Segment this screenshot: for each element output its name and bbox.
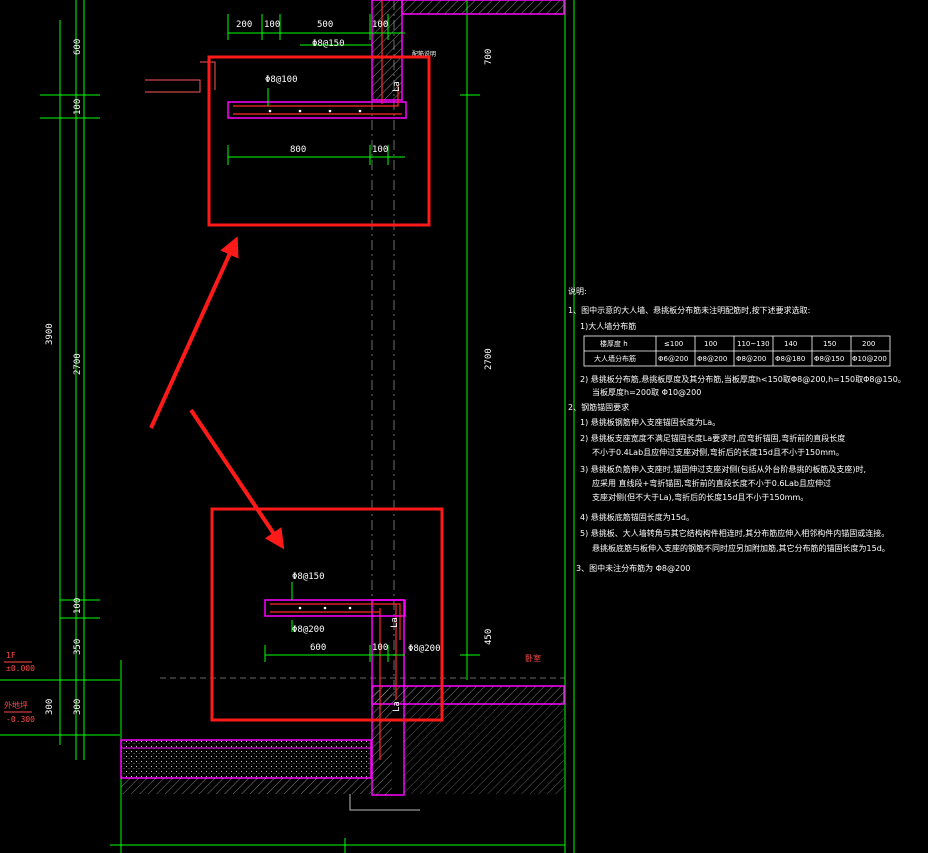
distribution-bar-table: 楼厚度 h ≤100 100 110~130 140 150 200 大人墙分布… [583, 335, 891, 367]
bottom-dim-600: 600 [310, 643, 326, 653]
annotation-arrow-down [189, 408, 285, 550]
notes-title: 说明: [568, 286, 587, 296]
note-1-1: 1)大人墙分布筋 [580, 321, 636, 331]
notes-panel: 说明: 1、图中示意的大人墙、悬挑板分布筋未注明配筋时,按下述要求选取: 1)大… [568, 286, 906, 573]
note-2: 2、钢筋锚固要求 [568, 402, 629, 412]
table-h5: 150 [823, 340, 836, 348]
note-2-1: 1) 悬挑板钢筋伸入支座锚固长度为La。 [580, 417, 720, 427]
top-cantilever-slab [227, 86, 407, 119]
level-markers: 1F ±0.000 外地坪 -0.300 [4, 651, 35, 724]
bottom-cantilever-slab [264, 599, 406, 640]
level-outdoor-value: -0.300 [6, 715, 35, 724]
annotation-arrow-up [149, 236, 239, 429]
top-dim-200: 200 [236, 20, 252, 30]
vdim-3900: 3900 [45, 323, 55, 345]
note-2-3: 3) 悬挑板负筋伸入支座时,锚固伸过支座对侧(包括从外台阶悬挑的板筋及支座)时, [580, 464, 866, 474]
top-side-note: 配筋说明 [412, 50, 436, 58]
table-r2: Φ8@200 [697, 355, 727, 363]
dimension-lines [0, 0, 575, 853]
vdim-600: 600 [73, 39, 83, 55]
vdim-100b: 100 [73, 598, 83, 614]
table-h3: 110~130 [737, 340, 770, 348]
level-1f-value: ±0.000 [6, 664, 35, 673]
table-h0: 楼厚度 h [600, 339, 628, 348]
table-h4: 140 [784, 340, 797, 348]
vdim-350: 350 [73, 639, 83, 655]
note-2-5: 5) 悬挑板、大人墙转角与其它结构构件相连时,其分布筋应伸入相邻构件内锚固或连接… [580, 528, 889, 538]
bottom-dim-100: 100 [372, 643, 388, 653]
bottom-la-label-1: La [390, 617, 400, 628]
table-r6: Φ10@200 [852, 355, 887, 363]
bottom-la-label-2: La [392, 701, 402, 712]
top-dim-100b: 100 [372, 20, 388, 30]
note-2-2: 2) 悬挑板支座宽度不满足锚固长度La要求时,应弯折锚固,弯折前的直段长度 [580, 433, 845, 443]
bottom-top-bar-label: Φ8@150 [292, 572, 325, 582]
table-h6: 200 [862, 340, 875, 348]
table-r0: 大人墙分布筋 [594, 354, 636, 363]
note-3: 3、图中未注分布筋为 Φ8@200 [576, 563, 690, 573]
bottom-dim-lines [264, 582, 405, 662]
table-r1: Φ6@200 [658, 355, 688, 363]
top-dim-500: 500 [317, 20, 333, 30]
highlight-box-bottom [210, 507, 444, 722]
note-1-2b: 当板厚度h=200取 Φ10@200 [592, 387, 701, 397]
note-1: 1、图中示意的大人墙、悬挑板分布筋未注明配筋时,按下述要求选取: [568, 305, 810, 315]
table-r3: Φ8@200 [736, 355, 766, 363]
table-r4: Φ8@180 [775, 355, 805, 363]
note-2-3b: 应采用 直线段+弯折锚固,弯折前的直段长度不小于0.6Lab且应伸过 [592, 478, 831, 488]
top-la-label: La [392, 81, 402, 92]
rdim-2700: 2700 [484, 348, 494, 370]
top-slab-bar-label: Φ8@100 [265, 75, 298, 85]
guide-lines [160, 0, 565, 700]
vdim-300b: 300 [73, 699, 83, 715]
table-r5: Φ8@150 [814, 355, 844, 363]
top-dim-lines [227, 14, 405, 165]
table-h1: ≤100 [664, 340, 683, 348]
level-1f-label: 1F [6, 651, 16, 660]
top-dim-800: 800 [290, 145, 306, 155]
bottom-wall-bar-label: Φ8@200 [408, 644, 441, 654]
room-label: 卧室 [525, 653, 541, 663]
top-dim-100c: 100 [372, 145, 388, 155]
highlight-box-top [207, 55, 431, 227]
note-1-2: 2) 悬挑板分布筋,悬挑板厚度及其分布筋,当板厚度h<150取Φ8@200,h=… [580, 374, 906, 384]
top-wall [371, 0, 565, 104]
note-2-3c: 支座对侧(但不大于La),弯折后的长度15d且不小于150mm。 [592, 492, 808, 502]
note-2-4: 4) 悬挑板底筋锚固长度为15d。 [580, 512, 694, 522]
vdim-300a: 300 [45, 699, 55, 715]
vertical-dimensions: 600 100 3900 2700 100 350 300 300 700 27… [45, 39, 494, 715]
vdim-2700: 2700 [73, 353, 83, 375]
bottom-bot-bar-label: Φ8@200 [292, 625, 325, 635]
rdim-700: 700 [484, 49, 494, 65]
top-railing [145, 61, 216, 93]
note-2-2b: 不小于0.4Lab且应伸过支座对侧,弯折后的长度15d且不小于150mm。 [592, 447, 844, 457]
note-2-5b: 悬挑板底筋与板伸入支座的钢筋不同时应另加附加筋,其它分布筋的锚固长度为15d。 [592, 543, 890, 553]
top-dim-100: 100 [264, 20, 280, 30]
rdim-450: 450 [484, 629, 494, 645]
table-h2: 100 [704, 340, 717, 348]
top-bar-label: Φ8@150 [312, 39, 345, 49]
level-outdoor-label: 外地坪 [4, 700, 28, 710]
vdim-100a: 100 [73, 99, 83, 115]
